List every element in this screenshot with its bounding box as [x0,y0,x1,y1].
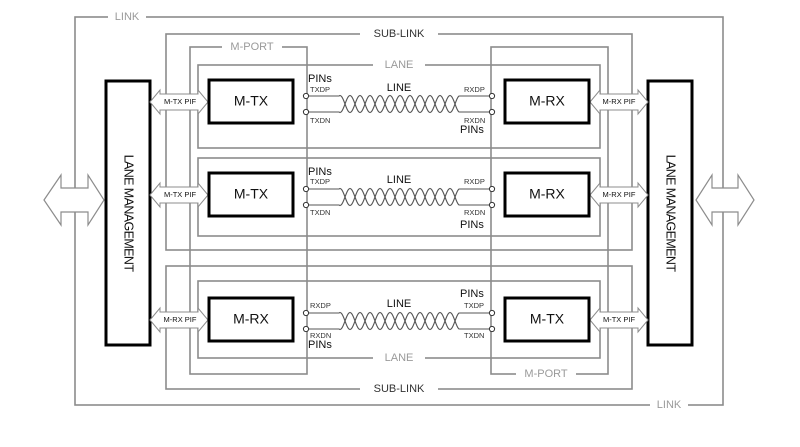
pins-label-lane1-left: PINs [308,73,332,85]
txdp-label-lane3: TXDP [464,301,484,310]
m-tx-label-1: M-TX [234,93,269,109]
pins-label-lane3-left: PINs [308,339,332,351]
left-external-arrow [43,172,105,228]
lane-label-bottom: LANE [385,352,414,364]
pin-dot-lane1-4 [488,108,496,116]
lane-label-top: LANE [385,59,414,71]
rxdp-label-lane3: RXDP [310,301,331,310]
pin-dot-lane2-1 [302,185,310,193]
pin-dot-lane1-1 [302,92,310,100]
line-label-1: LINE [387,82,411,94]
pin-dot-lane3-4 [488,325,496,333]
pif-arrow-right-1 [589,88,649,116]
pif-arrow-right-2 [589,181,649,209]
txdn-label-lane3: TXDN [464,331,484,340]
m-rx-label-2: M-RX [529,186,565,202]
twisted-wire-lane2-n [306,187,492,207]
twisted-wire-lane1-p [306,94,492,114]
link-frame [74,16,724,406]
pin-dot-lane1-3 [488,92,496,100]
txdn-label-lane2: TXDN [310,208,330,217]
m-rx-box-2 [503,171,591,218]
pif-label-left-1: M-TX PIF [164,97,196,106]
pif-label-left-2: M-TX PIF [164,190,196,199]
link-label-bottom: LINK [657,399,682,411]
pin-dot-lane3-2 [302,325,310,333]
txdp-label-lane2: TXDP [310,177,330,186]
sub-link-label-bottom: SUB-LINK [374,383,425,395]
m-rx-label-3: M-RX [233,311,269,327]
rxdn-label-lane2: RXDN [464,208,485,217]
pin-dot-lane3-3 [488,309,496,317]
right-external-arrow [695,172,755,228]
line-label-2: LINE [387,174,411,186]
m-rx-box-1 [503,78,591,125]
pins-label-lane2-left: PINs [308,166,332,178]
lane-management-right-label: LANE MANAGEMENT [664,155,678,273]
twisted-wire-lane2-p [306,187,492,207]
pin-dot-lane3-1 [302,309,310,317]
pins-label-lane2-right: PINs [460,219,484,231]
rxdp-label-lane1: RXDP [464,85,485,94]
twisted-wire-lane3-n [306,311,492,331]
m-tx-box-1 [207,78,295,125]
txdn-label-lane1: TXDN [310,116,330,125]
txdp-label-lane1: TXDP [310,85,330,94]
rxdn-label-lane1: RXDN [464,116,485,125]
m-tx-box-2 [207,171,295,218]
pins-label-lane1-right: PINs [460,124,484,136]
m-port-label-top: M-PORT [230,41,273,53]
twisted-wire-lane1-n [306,94,492,114]
m-tx-label-3: M-TX [530,311,565,327]
lane-management-right [646,79,694,347]
link-label-top: LINK [115,11,140,23]
pif-label-right-1: M-RX PIF [603,97,636,106]
lane-management-left [104,79,152,347]
pins-label-lane3-right: PINs [460,288,484,300]
pif-arrow-right-3 [589,306,649,334]
twisted-pair-lines [306,94,492,331]
m-port-label-bottom: M-PORT [524,368,567,380]
rxdn-label-lane3: RXDN [310,331,331,340]
twisted-wire-lane3-p [306,311,492,331]
line-label-3: LINE [387,298,411,310]
pin-dot-lane2-3 [488,185,496,193]
m-rx-box-3 [207,296,295,343]
m-tx-box-3 [503,296,591,343]
m-tx-label-2: M-TX [234,186,269,202]
rxdp-label-lane2: RXDP [464,177,485,186]
pin-dot-lane2-2 [302,201,310,209]
sub-link-label-top: SUB-LINK [374,28,425,40]
m-rx-label-1: M-RX [529,93,565,109]
pif-label-right-3: M-TX PIF [603,315,635,324]
pin-connectors [302,92,496,333]
pin-dot-lane1-2 [302,108,310,116]
lane-management-left-label: LANE MANAGEMENT [122,155,136,273]
pin-dot-lane2-4 [488,201,496,209]
pif-label-right-2: M-RX PIF [603,190,636,199]
pif-label-left-3: M-RX PIF [164,315,197,324]
